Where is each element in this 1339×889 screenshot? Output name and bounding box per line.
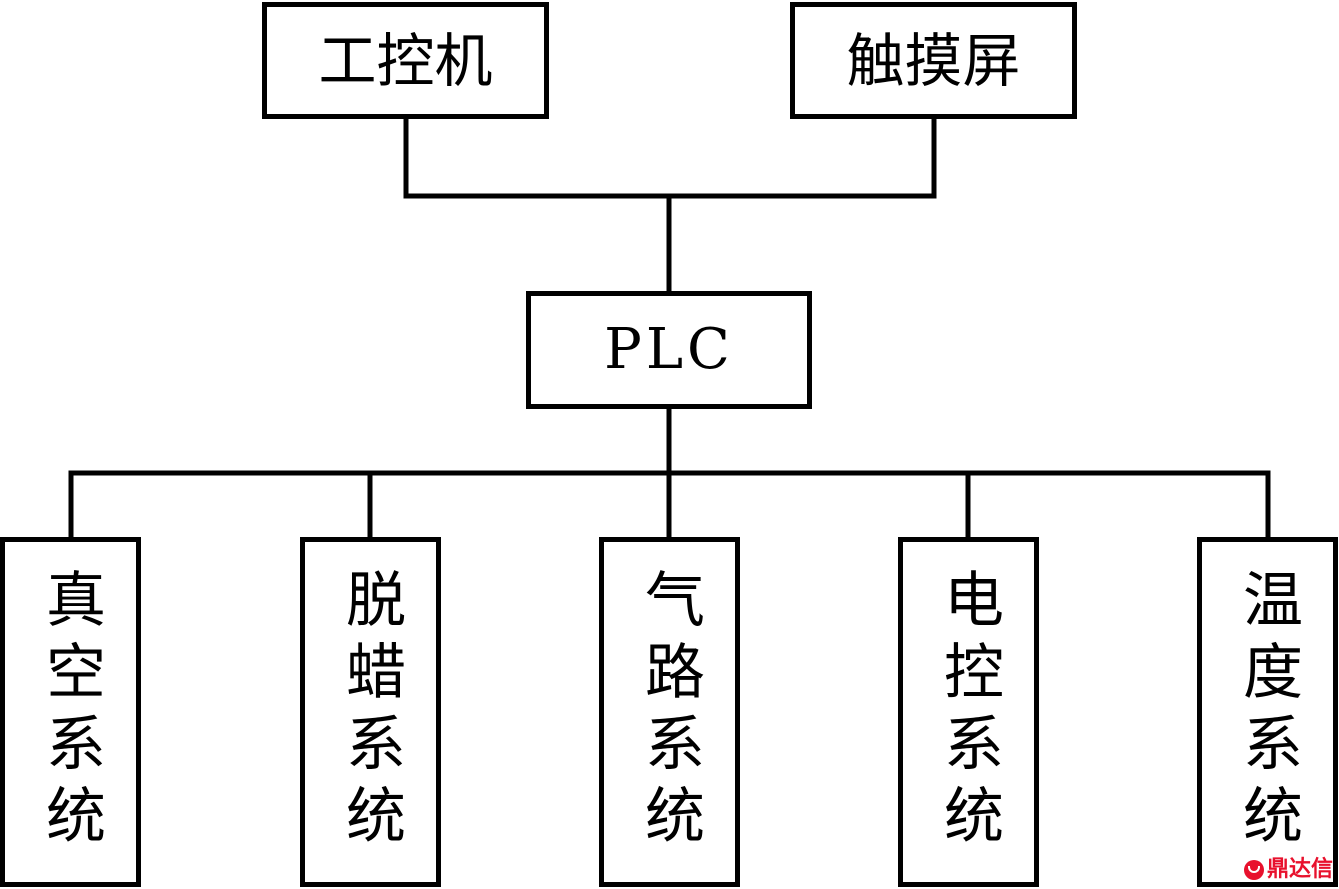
plc-node: PLC: [526, 291, 812, 409]
vacuum-system-label: 真空系统: [35, 568, 106, 856]
dewaxing-system-node: 脱蜡系统: [300, 537, 441, 887]
watermark-logo-icon: [1243, 860, 1264, 880]
pneumatic-system-node: 气路系统: [599, 537, 740, 887]
watermark: 鼎达信: [1243, 857, 1333, 882]
temperature-system-node: 温度系统: [1197, 537, 1338, 887]
industrial-pc-node: 工控机: [262, 2, 549, 119]
watermark-text: 鼎达信: [1266, 857, 1333, 882]
pneumatic-system-label: 气路系统: [634, 568, 705, 856]
touchscreen-label: 触摸屏: [846, 26, 1021, 95]
temperature-system-label: 温度系统: [1232, 568, 1303, 856]
industrial-pc-label: 工控机: [318, 26, 493, 95]
plc-label: PLC: [604, 317, 734, 382]
touchscreen-node: 触摸屏: [790, 2, 1077, 119]
electrical-control-system-label: 电控系统: [933, 568, 1004, 856]
vacuum-system-node: 真空系统: [0, 537, 141, 887]
electrical-control-system-node: 电控系统: [898, 537, 1039, 887]
dewaxing-system-label: 脱蜡系统: [335, 568, 406, 856]
